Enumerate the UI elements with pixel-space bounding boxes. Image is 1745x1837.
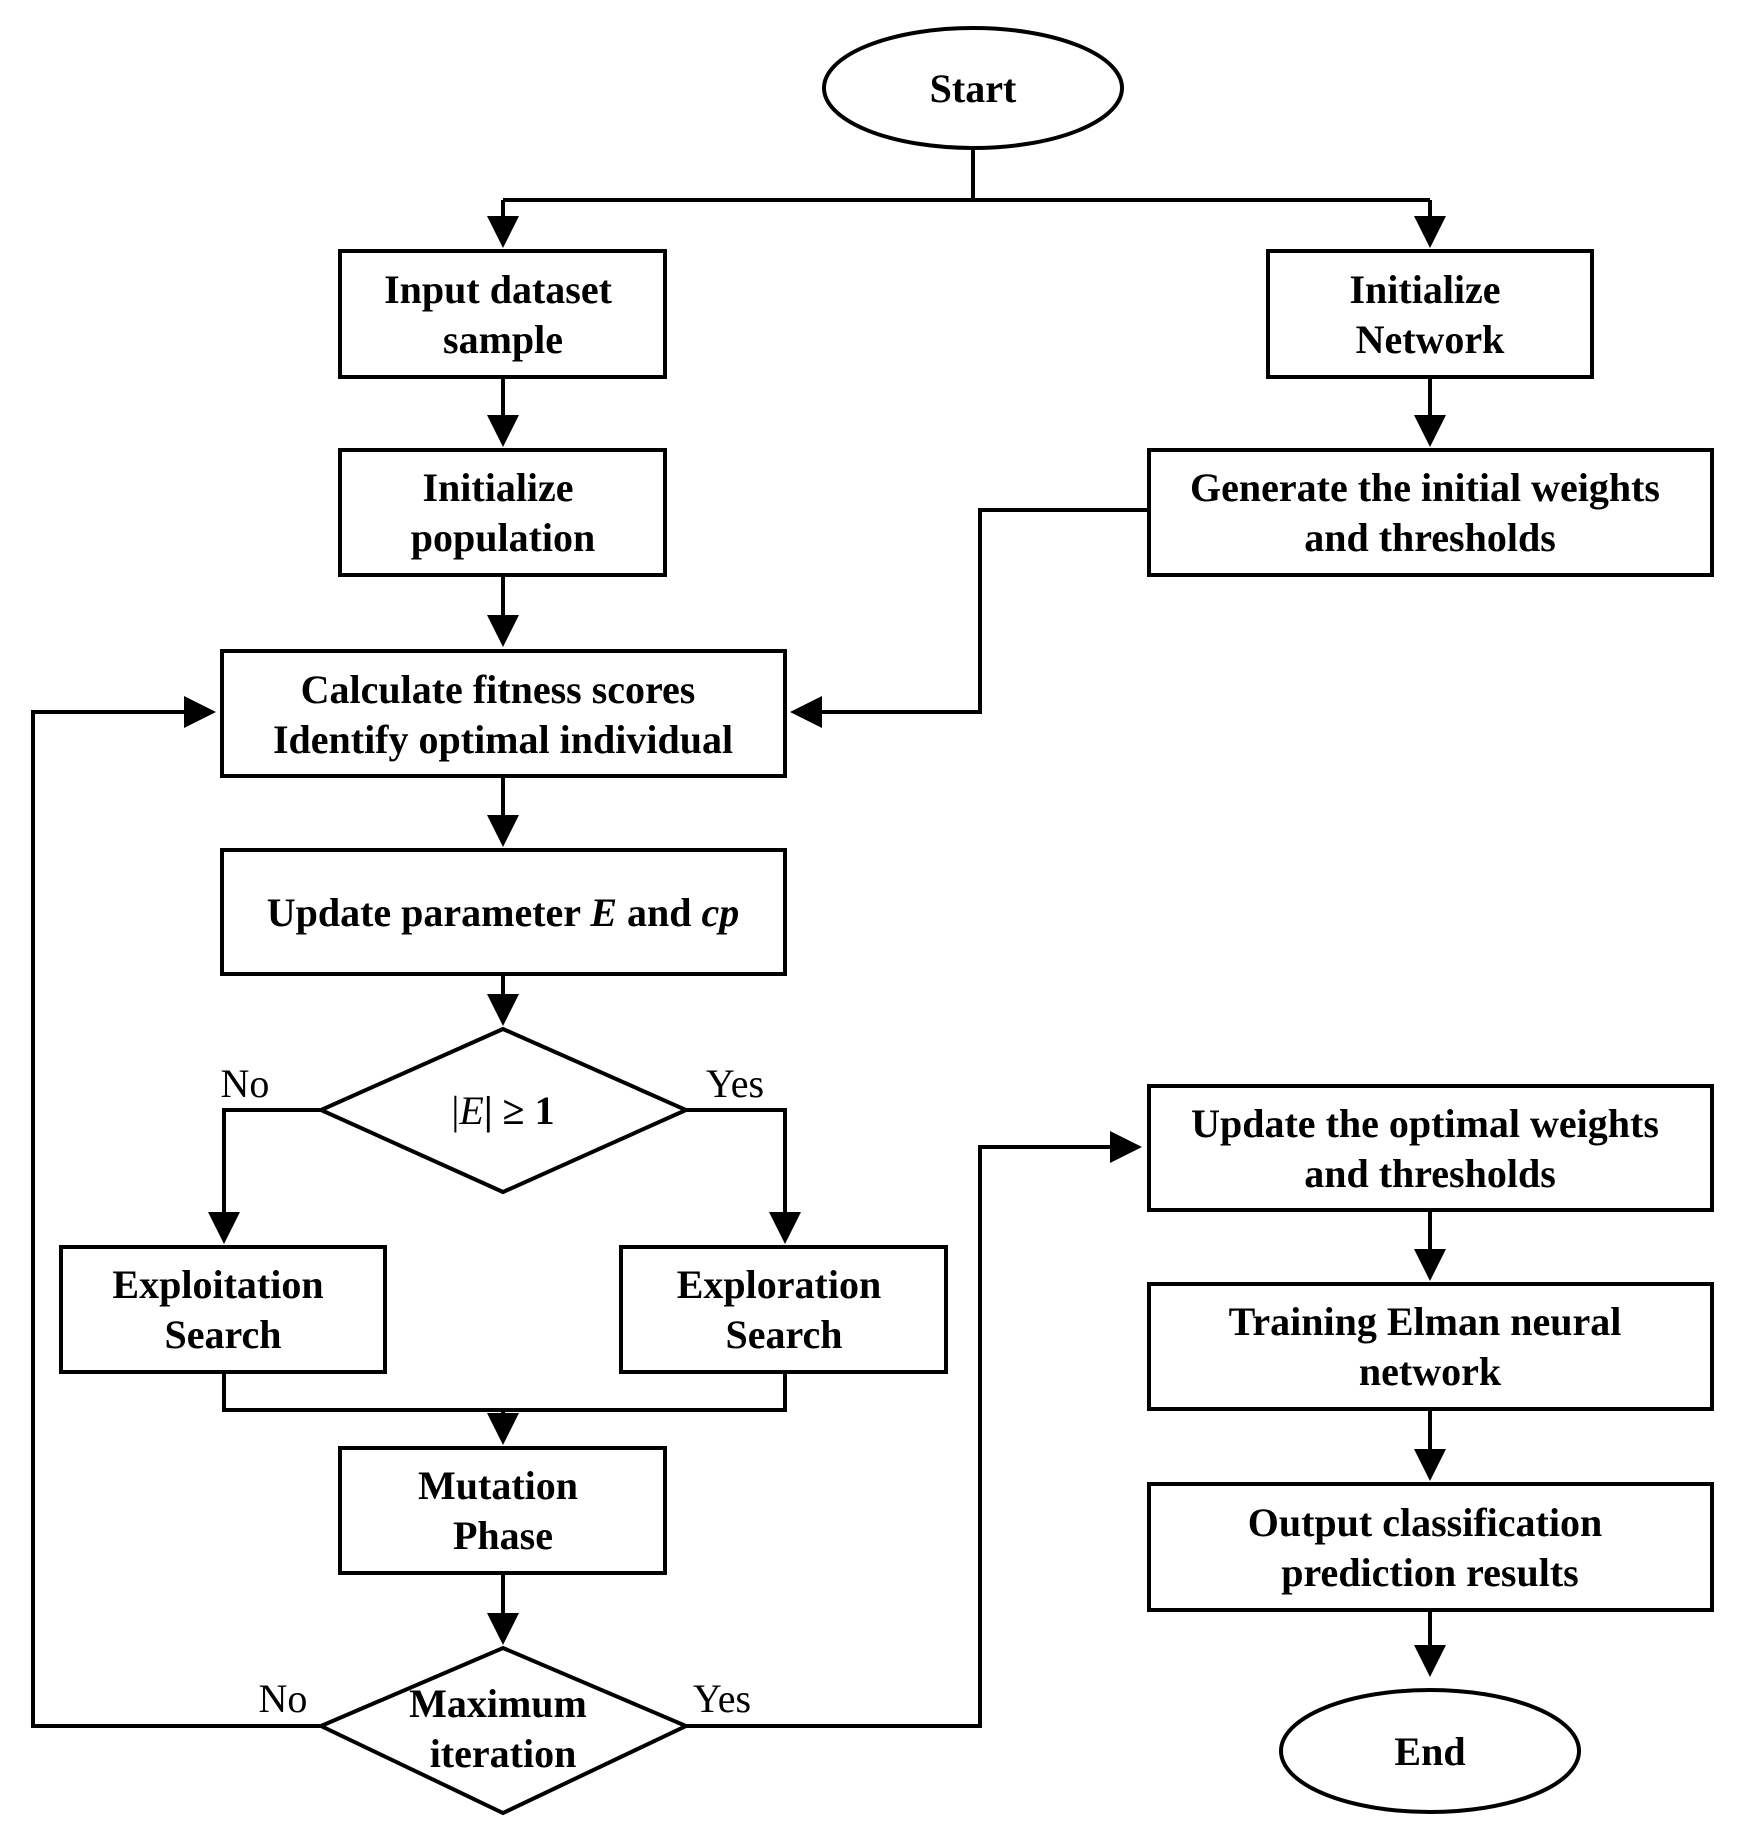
output-results-node: Output classification prediction results [1147,1482,1714,1612]
train-elman-label: Training Elman neural network [1229,1299,1632,1394]
init-network-node: Initialize Network [1266,249,1594,379]
train-elman-node: Training Elman neural network [1147,1282,1714,1411]
max-iter-node: Maximum iteration [316,1645,691,1816]
decision-no-label: No [221,1061,270,1106]
iter-yes-label: Yes [693,1676,751,1721]
init-population-label: Initialize population [411,465,596,560]
mutation-label: Mutation Phase [418,1463,588,1558]
edge-iter-no-loop [31,696,321,1728]
exploitation-label: Exploitation Search [112,1262,333,1357]
decision-e-node: |E| ≥ 1 [316,1026,691,1195]
iter-no-label: No [259,1676,308,1721]
end-node: End [1279,1688,1581,1814]
max-iter-label: Maximum iteration [409,1681,597,1776]
update-optimal-node: Update the optimal weights and threshold… [1147,1084,1714,1212]
decision-e-label: |E| ≥ 1 [451,1088,554,1133]
decision-yes-label: Yes [706,1061,764,1106]
output-results-label: Output classification prediction results [1248,1500,1612,1595]
init-network-label: Initialize Network [1349,267,1510,362]
edge-iter-yes [686,1131,1142,1728]
mutation-node: Mutation Phase [338,1446,667,1575]
gen-weights-node: Generate the initial weights and thresho… [1147,448,1714,577]
exploration-label: Exploration Search [677,1262,891,1357]
edge-decision-no [208,1108,321,1244]
input-dataset-label: Input dataset sample [384,267,622,362]
edge-start-split [503,148,1430,202]
edges [31,148,1446,1728]
edge-decision-yes [686,1108,801,1244]
update-param-node: Update parameter E and cp [220,848,787,976]
calc-fitness-node: Calculate fitness scores Identify optima… [220,649,787,778]
init-population-node: Initialize population [338,448,667,577]
end-label: End [1394,1729,1465,1774]
gen-weights-label: Generate the initial weights and thresho… [1190,465,1670,560]
exploitation-node: Exploitation Search [59,1245,387,1374]
edge-weights-to-fitness [790,508,1149,728]
calc-fitness-label: Calculate fitness scores Identify optima… [273,667,733,762]
exploration-node: Exploration Search [619,1245,948,1374]
start-node: Start [822,26,1124,150]
input-dataset-node: Input dataset sample [338,249,667,379]
edge-merge [222,1372,787,1412]
start-label: Start [930,66,1017,111]
update-param-label: Update parameter E and cp [267,890,740,935]
update-optimal-label: Update the optimal weights and threshold… [1191,1101,1669,1196]
